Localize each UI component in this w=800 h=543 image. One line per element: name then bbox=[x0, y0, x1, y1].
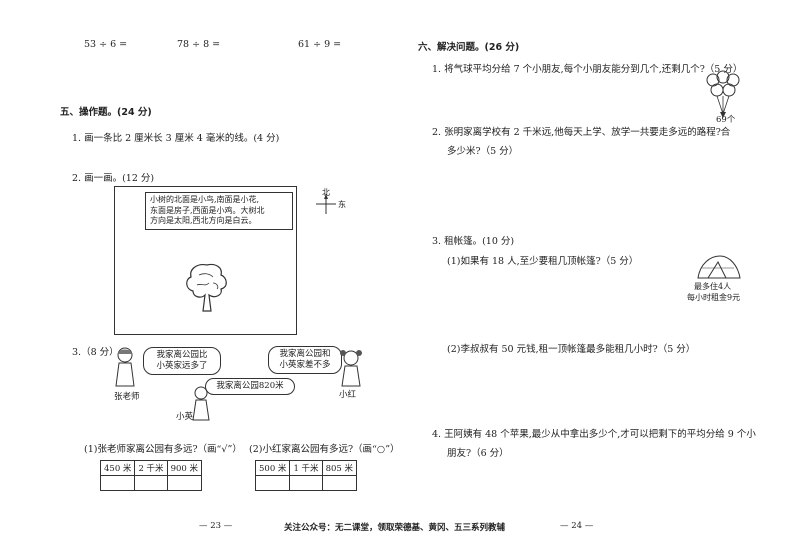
instruction-line: 小树的北面是小鸟,南面是小花, bbox=[150, 195, 260, 204]
bubble-teacher: 我家离公园比 小英家远多了 bbox=[143, 347, 221, 375]
name-xiaohong: 小红 bbox=[339, 390, 357, 400]
xiaoying-figure bbox=[192, 386, 210, 421]
instruction-line: 东面是房子,西面是小鸡。大树北 bbox=[150, 205, 265, 215]
compass-icon bbox=[316, 194, 336, 214]
sec6-question-3: 3. 租帐篷。(10 分) bbox=[432, 236, 515, 247]
tree-icon bbox=[186, 263, 227, 312]
table-cell: 1 千米 bbox=[289, 460, 323, 476]
sec5-question-2: 2. 画一画。(12 分) bbox=[72, 173, 155, 184]
sec6-question-4-line1: 4. 王阿姨有 48 个苹果,最少从中拿出多少个,才可以把剩下的平均分给 9 个… bbox=[432, 429, 756, 440]
page-number-right: — 24 — bbox=[560, 521, 594, 531]
tent-price-label: 每小时租金9元 bbox=[687, 293, 741, 302]
name-xiaoying: 小英 bbox=[176, 412, 194, 422]
compass-north-label: 北 bbox=[322, 188, 330, 197]
section-5-title: 五、操作题。(24 分) bbox=[60, 107, 152, 118]
sec6-question-2-line1: 2. 张明家离学校有 2 千米远,他每天上学、放学一共要走多远的路程?合 bbox=[432, 127, 731, 138]
drawing-instructions: 小树的北面是小鸟,南面是小花, 东面是房子,西面是小鸡。大树北 方向是太阳,西北… bbox=[145, 192, 293, 230]
table-cell: 450 米 bbox=[99, 460, 136, 476]
answer-table-2: 500 米 1 千米 805 米 bbox=[254, 460, 358, 491]
balloon-count-label: 69个 bbox=[716, 115, 736, 125]
sec6-question-4-line2: 朋友?（6 分） bbox=[447, 448, 509, 459]
calc-item-1: 53 ÷ 6 = bbox=[84, 39, 128, 50]
drawing-area: 小树的北面是小鸟,南面是小花, 东面是房子,西面是小鸡。大树北 方向是太阳,西北… bbox=[114, 186, 297, 335]
check-cell[interactable] bbox=[254, 475, 291, 491]
bubble-xiaoying: 我家离公园820米 bbox=[205, 378, 295, 395]
bubble-line: 我家离公园比 bbox=[156, 350, 208, 360]
check-cell[interactable] bbox=[321, 475, 358, 491]
sec6-question-1: 1. 将气球平均分给 7 个小朋友,每个小朋友能分到几个,还剩几个?（5 分） bbox=[432, 64, 743, 75]
calc-item-3: 61 ÷ 9 = bbox=[298, 39, 342, 50]
answer-table-1: 450 米 2 千米 900 米 bbox=[99, 460, 203, 491]
bubble-line: 我家离公园和 bbox=[279, 349, 331, 359]
balloons-icon bbox=[706, 70, 740, 118]
calc-item-2: 78 ÷ 8 = bbox=[177, 39, 221, 50]
name-teacher: 张老师 bbox=[114, 392, 140, 402]
sec5-question-1: 1. 画一条比 2 厘米长 3 厘米 4 毫米的线。(4 分) bbox=[72, 133, 280, 144]
tent-icon bbox=[697, 255, 741, 279]
bubble-line: 小英家差不多 bbox=[279, 360, 331, 370]
sec6-question-2-line2: 多少米?（5 分） bbox=[447, 146, 519, 157]
page-number-left: — 23 — bbox=[199, 521, 233, 531]
table-cell: 500 米 bbox=[254, 460, 291, 476]
sub-question-2: (2)小红家离公园有多远?（画“○”） bbox=[249, 444, 400, 455]
bubble-line: 小英家远多了 bbox=[156, 361, 208, 371]
xiaohong-figure bbox=[340, 350, 362, 387]
check-cell[interactable] bbox=[134, 475, 168, 491]
check-cell[interactable] bbox=[289, 475, 323, 491]
table-cell: 900 米 bbox=[166, 460, 203, 476]
sec6-question-3-2: (2)李叔叔有 50 元钱,租一顶帐篷最多能租几小时?（5 分） bbox=[447, 344, 696, 355]
table-cell: 805 米 bbox=[321, 460, 358, 476]
check-cell[interactable] bbox=[99, 475, 136, 491]
footer-promo-text: 关注公众号：无二课堂，领取荣德基、黄冈、五三系列教辅 bbox=[284, 523, 506, 533]
instruction-line: 方向是太阳,西北方向是白云。 bbox=[150, 216, 257, 225]
tent-capacity-label: 最多住4人 bbox=[694, 282, 732, 291]
bubble-line: 我家离公园820米 bbox=[216, 381, 284, 391]
sec6-question-3-1: (1)如果有 18 人,至少要租几顶帐篷?（5 分） bbox=[447, 256, 639, 267]
sub-question-1: (1)张老师家离公园有多远?（画“√”） bbox=[84, 444, 242, 455]
section-6-title: 六、解决问题。(26 分) bbox=[418, 42, 520, 53]
table-cell: 2 千米 bbox=[134, 460, 168, 476]
bubble-xiaohong: 我家离公园和 小英家差不多 bbox=[268, 346, 342, 374]
sec5-question-3: 3.（8 分） bbox=[72, 347, 119, 358]
check-cell[interactable] bbox=[166, 475, 203, 491]
teacher-figure bbox=[115, 347, 135, 387]
compass-east-label: 东 bbox=[338, 200, 346, 209]
